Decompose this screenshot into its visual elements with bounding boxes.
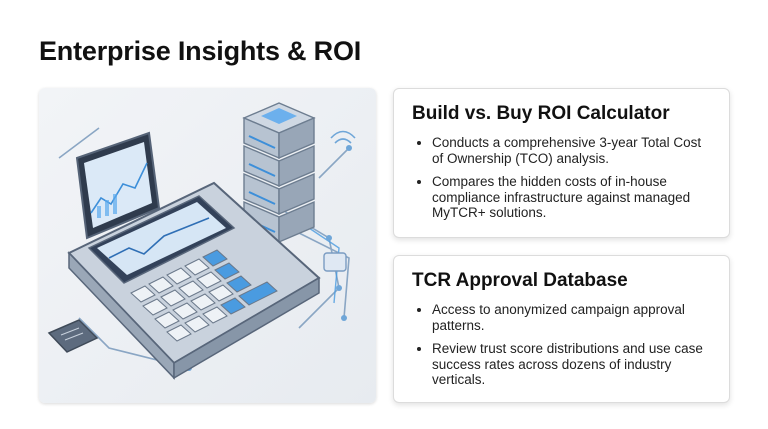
card-heading: Build vs. Buy ROI Calculator: [412, 103, 670, 124]
card-heading: TCR Approval Database: [412, 270, 628, 291]
slide-title: Enterprise Insights & ROI: [39, 36, 362, 66]
calculator-server-icon: [47, 102, 356, 380]
bullet-item: Review trust score distributions and use…: [432, 341, 711, 388]
roi-calculator-card: Build vs. Buy ROI Calculator Conducts a …: [393, 88, 730, 238]
bullet-list: Access to anonymized campaign approval p…: [412, 302, 711, 388]
bullet-list: Conducts a comprehensive 3-year Total Co…: [412, 135, 711, 221]
approval-database-card: TCR Approval Database Access to anonymiz…: [393, 255, 730, 403]
bullet-item: Access to anonymized campaign approval p…: [432, 302, 711, 333]
bullet-item: Conducts a comprehensive 3-year Total Co…: [432, 135, 711, 166]
bullet-item: Compares the hidden costs of in-house co…: [432, 174, 711, 221]
illustration-panel: [39, 88, 376, 403]
